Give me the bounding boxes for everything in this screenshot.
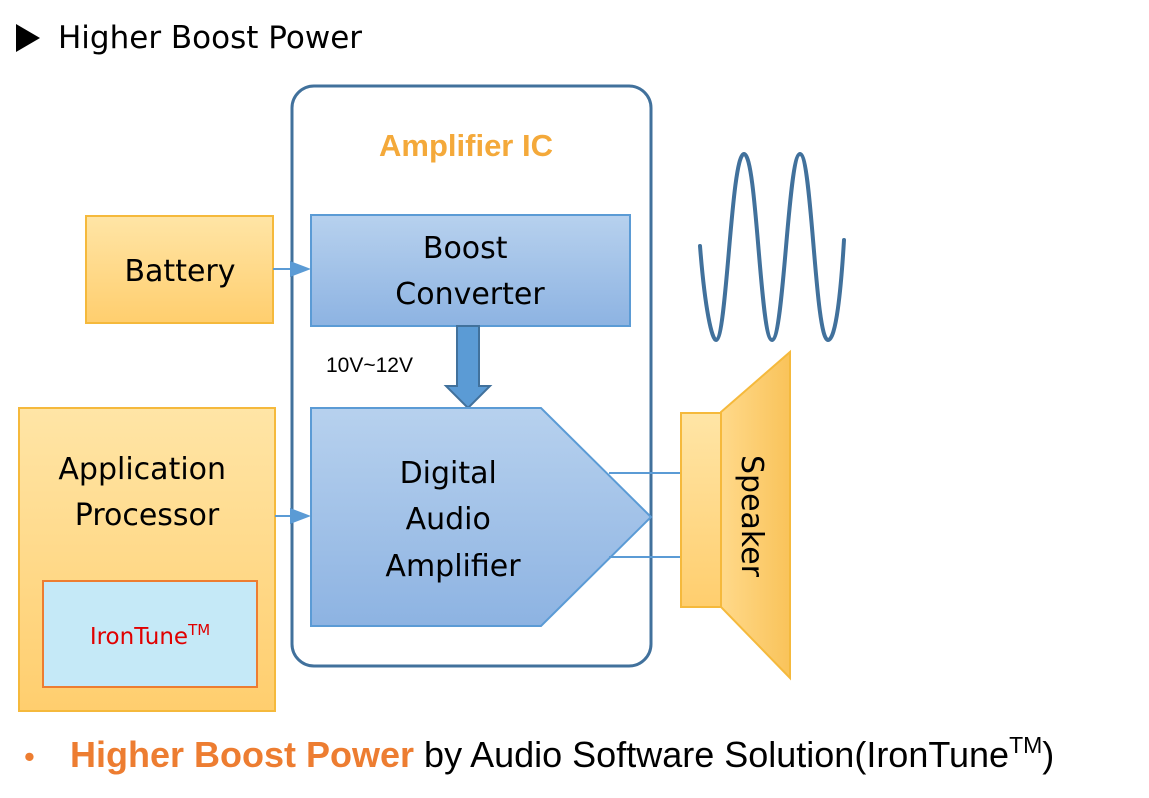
irontune-box [42,580,258,688]
battery-label: Battery [124,254,235,289]
battery-arrowhead-icon [290,261,311,277]
speaker-body-box [680,412,722,608]
footer-rest: by Audio Software Solution(IronTune [414,734,1009,775]
play-triangle-icon [16,24,40,52]
footer-bullet: • [24,739,35,774]
footer-statement: Higher Boost Power by Audio Software Sol… [70,732,1054,775]
boost-down-arrow-icon [443,325,493,410]
application-processor-label: Application Processor [58,452,235,533]
digital-audio-amplifier-shape [310,407,653,627]
processor-arrowhead-icon [290,508,311,524]
voltage-label: 10V~12V [326,354,413,377]
footer-close: ) [1042,734,1054,775]
boost-converter-label: Boost Converter [395,231,545,312]
footer-highlight: Higher Boost Power [70,734,414,775]
battery-box [85,215,274,324]
amplifier-ic-label: Amplifier IC [379,128,553,163]
irontune-label: IronTuneTM [90,621,210,650]
digital-audio-amplifier-label: Digital Audio Amplifier [385,456,521,584]
sound-wave-icon [698,151,846,343]
footer-tm: TM [1009,732,1042,758]
speaker-label: Speaker [734,455,769,578]
page-title: Higher Boost Power [58,20,362,56]
